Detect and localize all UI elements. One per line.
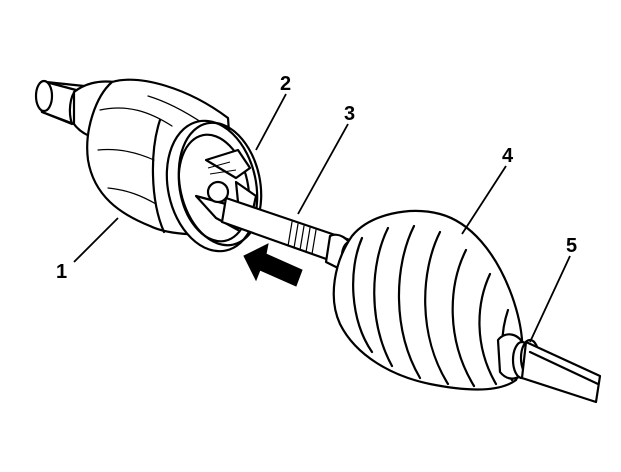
cv-boot — [332, 209, 528, 391]
callout-3: 3 — [344, 103, 355, 125]
callout-1: 1 — [56, 261, 67, 283]
leader-line-1 — [73, 217, 119, 263]
leader-line-5 — [529, 255, 571, 343]
leader-line-3 — [297, 123, 349, 215]
callout-2: 2 — [280, 73, 291, 95]
leader-line-2 — [255, 93, 287, 151]
callout-5: 5 — [566, 235, 577, 257]
retaining-ring — [177, 121, 263, 247]
leader-line-4 — [461, 165, 507, 235]
callout-4: 4 — [502, 145, 514, 167]
output-shaft — [520, 340, 602, 404]
arrow-left-icon — [243, 243, 303, 287]
